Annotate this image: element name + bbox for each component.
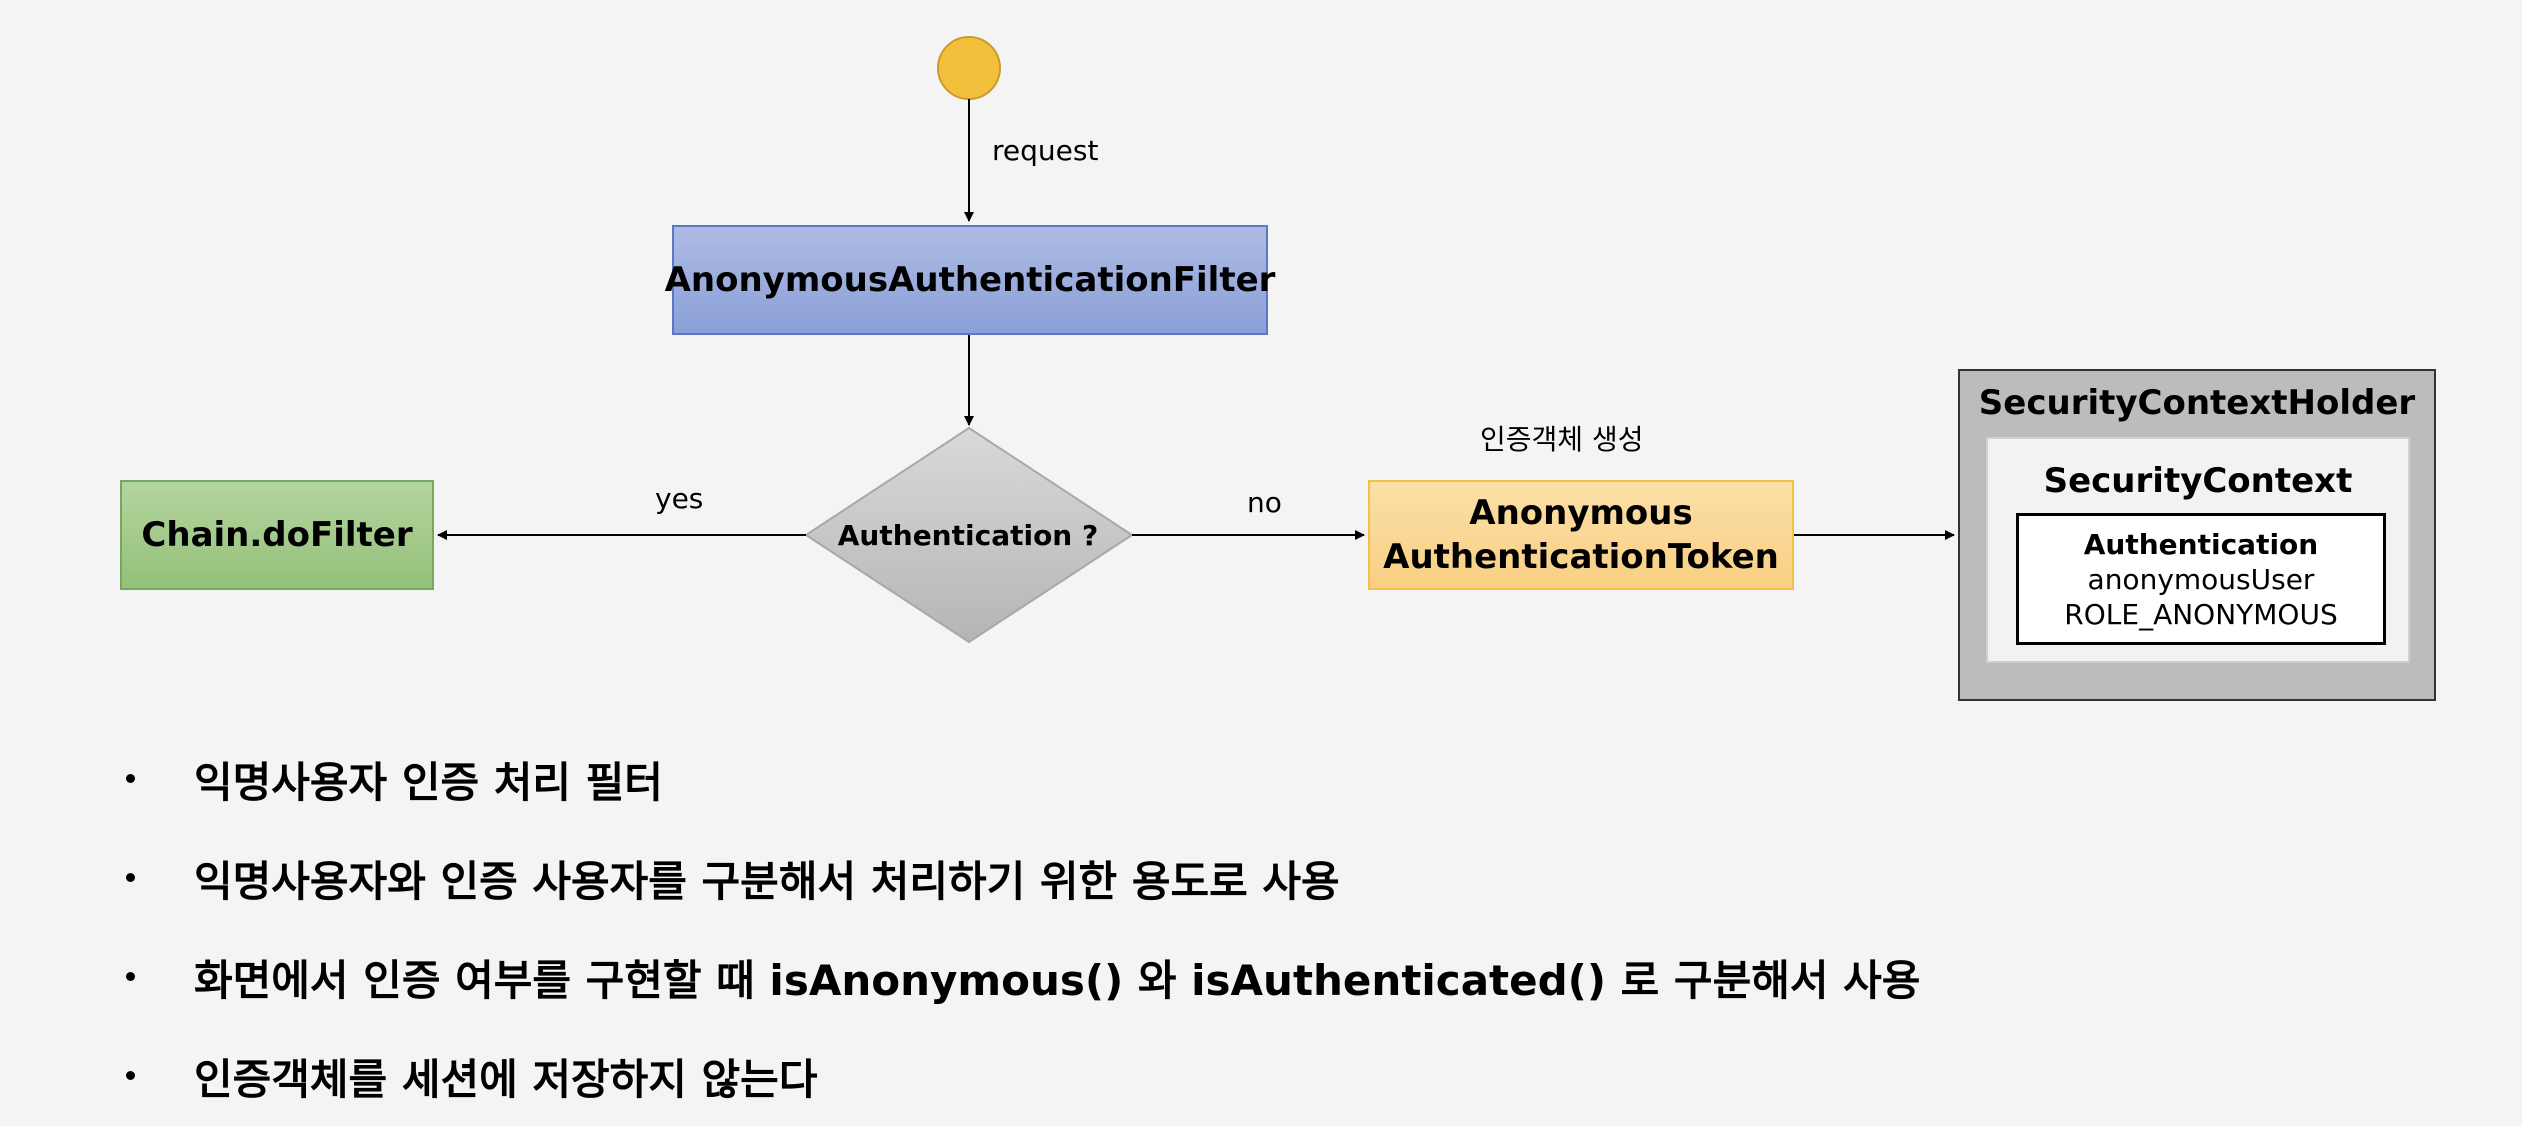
description-text: 익명사용자 인증 처리 필터 [194, 758, 663, 807]
authentication-role: ROLE_ANONYMOUS [2064, 597, 2338, 631]
security-context-holder-box: SecurityContextHolder SecurityContext Au… [1958, 369, 2436, 701]
request-label: request [992, 134, 1099, 167]
description-item: 인증객체를 세션에 저장하지 않는다 [118, 1027, 1920, 1126]
create-auth-object-label: 인증객체 생성 [1480, 423, 1644, 456]
security-context-holder-title: SecurityContextHolder [1978, 383, 2416, 423]
description-text: 익명사용자와 인증 사용자를 구분해서 처리하기 위한 용도로 사용 [194, 857, 1340, 906]
bullet-icon [126, 873, 135, 882]
anonymous-authentication-token-box: Anonymous AuthenticationToken [1368, 480, 1794, 590]
description-item: 익명사용자와 인증 사용자를 구분해서 처리하기 위한 용도로 사용 [118, 829, 1920, 928]
no-label: no [1247, 486, 1282, 519]
security-context-box: SecurityContext Authentication anonymous… [1986, 437, 2410, 663]
token-label-line1: Anonymous [1469, 492, 1693, 533]
chain-label: Chain.doFilter [141, 515, 413, 555]
description-list: 익명사용자 인증 처리 필터 익명사용자와 인증 사용자를 구분해서 처리하기 … [118, 730, 1920, 1126]
anonymous-authentication-filter-box: AnonymousAuthenticationFilter [665, 225, 1275, 335]
yes-label: yes [655, 482, 704, 515]
authentication-box: Authentication anonymousUser ROLE_ANONYM… [2016, 513, 2386, 645]
bullet-icon [126, 774, 135, 783]
description-text: 인증객체를 세션에 저장하지 않는다 [194, 1055, 818, 1104]
bullet-icon [126, 1071, 135, 1080]
token-label-line2: AuthenticationToken [1383, 537, 1779, 577]
authentication-title: Authentication [2083, 527, 2319, 561]
security-context-title: SecurityContext [2043, 461, 2353, 501]
description-item: 익명사용자 인증 처리 필터 [118, 730, 1920, 829]
decision-label: Authentication ? [837, 518, 1099, 552]
description-text: 화면에서 인증 여부를 구현할 때 isAnonymous() 와 isAuth… [194, 956, 1921, 1005]
start-node [937, 36, 1001, 100]
bullet-icon [126, 972, 135, 981]
description-item: 화면에서 인증 여부를 구현할 때 isAnonymous() 와 isAuth… [118, 928, 1920, 1027]
chain-dofilter-box: Chain.doFilter [120, 480, 434, 590]
authentication-principal: anonymousUser [2087, 562, 2315, 596]
authentication-decision [804, 426, 1134, 644]
filter-label: AnonymousAuthenticationFilter [664, 260, 1276, 300]
